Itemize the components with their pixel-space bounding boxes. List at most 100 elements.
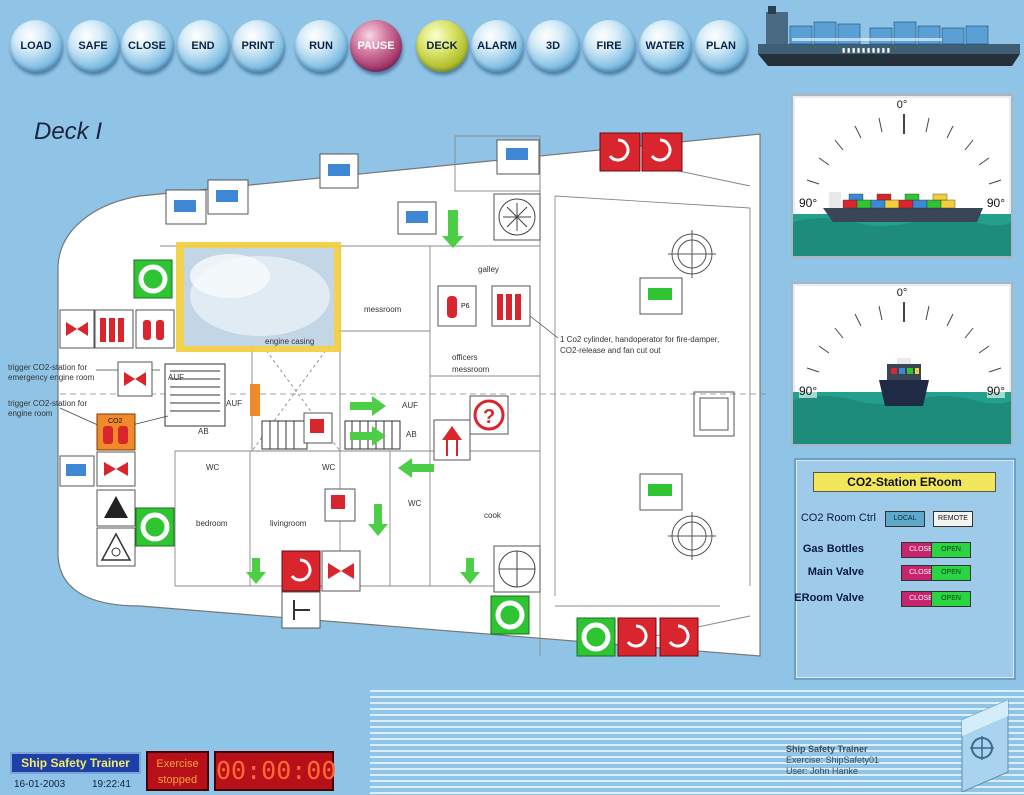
eroom-valve-label: ERoom Valve — [794, 592, 864, 604]
water-button[interactable]: WATER — [639, 20, 691, 72]
remote-button[interactable]: REMOTE — [933, 511, 973, 527]
alarm-button[interactable]: ALARM — [471, 20, 523, 72]
gas-bottles-row: Gas Bottles CLOSE OPEN — [792, 542, 1014, 558]
svg-text:?: ? — [483, 406, 495, 428]
print-button[interactable]: PRINT — [232, 20, 284, 72]
fire-extinguisher-icon[interactable]: P6 — [437, 285, 477, 327]
end-button[interactable]: END — [177, 20, 229, 72]
exercise-status: Exercise stopped — [146, 751, 209, 791]
pitch-indicator-panel: 0° 90° 90° — [791, 282, 1013, 446]
fire-hose-icon[interactable] — [617, 617, 657, 657]
roll-left-label: 90° — [799, 196, 818, 210]
hatch-marker — [250, 384, 260, 416]
decorative-stripes — [370, 690, 1024, 795]
load-button[interactable]: LOAD — [10, 20, 62, 72]
help-icon[interactable]: ? — [469, 395, 509, 435]
co2-station-panel: CO2-Station ERoom CO2 Room Ctrl LOCAL RE… — [794, 458, 1016, 680]
room-officers-messroom: messroom — [452, 365, 490, 374]
main-valve-open-button[interactable]: OPEN — [931, 565, 971, 581]
label-auf-1: AUF — [168, 373, 184, 382]
ship-front-view — [879, 358, 929, 406]
fire-hose-icon[interactable] — [599, 132, 641, 172]
room-wc-2: WC — [322, 463, 336, 472]
smoke-detector-icon — [496, 139, 540, 175]
roll-indicator-panel: 0° 90° 90° — [791, 94, 1013, 258]
fire-hose-icon[interactable] — [659, 617, 699, 657]
valve-icon[interactable] — [321, 550, 361, 592]
room-bedroom: bedroom — [196, 519, 228, 528]
fire-alarm-icon[interactable] — [324, 488, 356, 522]
roll-zero-label: 0° — [896, 99, 908, 111]
warning-sign-icon — [96, 489, 136, 527]
annotation-co2-cylinder-line2: CO2-release and fan cut out — [560, 346, 661, 355]
annotation-co2-cylinder-line1: 1 Co2 cylinder, handoperator for fire-da… — [560, 335, 719, 344]
roll-right-label: 90° — [986, 196, 1005, 210]
ship-side-view — [823, 192, 983, 222]
hatch-round-icon — [668, 230, 716, 278]
pitch-right-label: 90° — [986, 384, 1005, 398]
smoke-detector-icon — [165, 189, 207, 225]
hatch-square-icon — [693, 391, 735, 437]
smoke-detector-icon — [319, 153, 359, 189]
lifebuoy-icon[interactable] — [490, 595, 530, 635]
plan-button[interactable]: PLAN — [695, 20, 747, 72]
valve-icon[interactable] — [96, 451, 136, 487]
pitch-left-label: 90° — [799, 384, 818, 398]
smoke-detector-icon — [639, 277, 683, 315]
ventilation-fan-icon — [493, 193, 541, 241]
3d-button[interactable]: 3D — [527, 20, 579, 72]
smoke-detector-icon — [59, 455, 95, 487]
smoke-detector-icon — [207, 179, 249, 215]
co2-bottles-icon[interactable] — [94, 309, 134, 349]
label-ab-2: AB — [406, 430, 417, 439]
fire-extinguisher-icon[interactable] — [135, 309, 175, 349]
ventilation-fan-icon — [493, 545, 541, 593]
session-info-exercise: Exercise: ShipSafety01 — [786, 755, 880, 765]
co2-trigger-label: CO2 — [108, 418, 123, 425]
local-button[interactable]: LOCAL — [885, 511, 925, 527]
fire-alarm-icon[interactable] — [303, 412, 333, 444]
safe-button[interactable]: SAFE — [67, 20, 119, 72]
room-officers: officers — [452, 353, 478, 362]
annotation-engine-line2: engine room — [8, 409, 53, 418]
deck-button[interactable]: DECK — [416, 20, 468, 72]
container-ship-logo: ▮ ▮ ▮ ▮ ▮ ▮ ▮ ▮ ▮ ▮ — [758, 6, 1020, 66]
annotation-emergency-line1: trigger CO2-station for — [8, 363, 87, 372]
room-livingroom: livingroom — [270, 519, 307, 528]
co2-station-title: CO2-Station ERoom — [813, 472, 996, 492]
lifebuoy-icon[interactable] — [135, 507, 175, 547]
fire-button[interactable]: FIRE — [583, 20, 635, 72]
run-button[interactable]: RUN — [295, 20, 347, 72]
session-info-title: Ship Safety Trainer — [786, 744, 868, 754]
pitch-zero-label: 0° — [896, 287, 908, 299]
pause-button[interactable]: PAUSE — [350, 20, 402, 72]
room-engine-casing: engine casing — [265, 337, 314, 346]
extinguisher-p6-label: P6 — [461, 303, 470, 310]
pitch-indicator — [793, 302, 1011, 444]
deck-title: Deck I — [34, 118, 103, 145]
close-button[interactable]: CLOSE — [121, 20, 173, 72]
deck-plan: engine casing messroom galley officers m… — [8, 132, 770, 657]
flow-arrows — [246, 210, 480, 584]
smoke-detector-icon — [639, 473, 683, 511]
fire-door-icon[interactable] — [281, 591, 321, 629]
annotation-emergency-line2: emergency engine room — [8, 373, 95, 382]
gas-bottles-open-button[interactable]: OPEN — [931, 542, 971, 558]
co2-bottles-icon[interactable] — [491, 285, 531, 327]
fire-hose-icon[interactable] — [281, 550, 321, 592]
session-info-user: User: John Hanke — [786, 766, 859, 776]
gas-bottles-label: Gas Bottles — [802, 543, 864, 555]
lifebuoy-icon[interactable] — [133, 259, 173, 299]
main-valve-row: Main Valve CLOSE OPEN — [792, 565, 1014, 581]
room-wc-1: WC — [206, 463, 220, 472]
valve-icon[interactable] — [117, 361, 153, 397]
co2-room-ctrl-label: CO2 Room Ctrl — [800, 512, 876, 524]
co2-trigger-icon[interactable]: CO2 — [96, 413, 136, 451]
eroom-valve-open-button[interactable]: OPEN — [931, 591, 971, 607]
fire-hose-icon[interactable] — [641, 132, 683, 172]
trainer-logo-icon — [961, 700, 1009, 792]
lifebuoy-icon[interactable] — [576, 617, 616, 657]
valve-icon[interactable] — [59, 309, 95, 349]
roll-indicator — [793, 114, 1011, 256]
escape-direction-icon[interactable] — [433, 419, 471, 461]
